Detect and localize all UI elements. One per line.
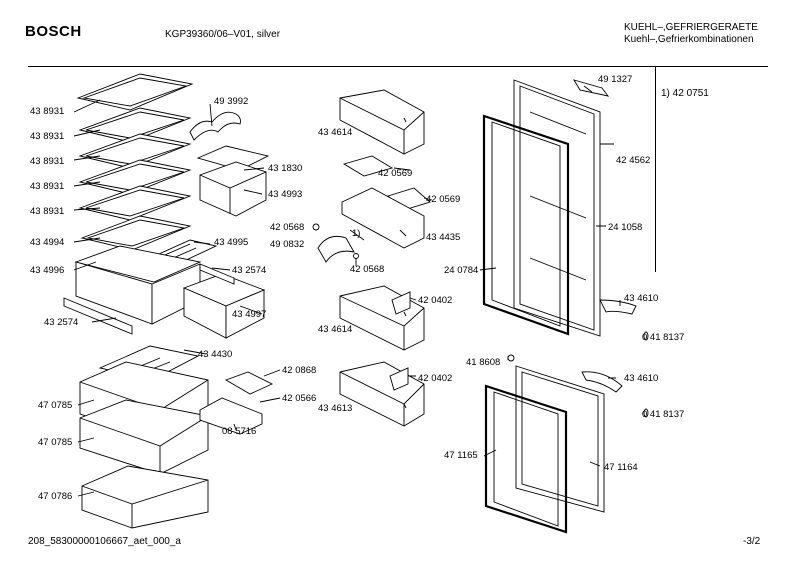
part-label: 43 8931 — [30, 131, 64, 142]
category-line-2: Kuehl–,Gefrierkombinationen — [624, 34, 754, 45]
part-label: 47 0785 — [38, 437, 72, 448]
grommet-part-2 — [643, 408, 649, 418]
brand-logo: BOSCH — [25, 23, 82, 40]
part-label: 43 4995 — [214, 237, 248, 248]
part-label: 08 5716 — [222, 426, 256, 437]
part-label: 41 8608 — [466, 357, 500, 368]
clip-part — [312, 223, 320, 231]
door-handle-top — [573, 79, 610, 97]
part-label: 42 0569 — [426, 194, 460, 205]
part-label: 43 2574 — [44, 317, 78, 328]
crisper-tray — [74, 245, 202, 325]
ice-cube-box — [199, 397, 263, 435]
fridge-door-gasket — [482, 114, 570, 336]
egg-tray-1 — [342, 155, 394, 177]
part-label: 42 0569 — [378, 168, 412, 179]
part-label: 43 4997 — [232, 309, 266, 320]
freezer-drawer-middle — [79, 399, 209, 475]
category-line-1: KUEHL–,GEFRIERGERAETE — [624, 22, 758, 33]
part-label: 42 0402 — [418, 295, 452, 306]
grommet-part-1 — [643, 331, 649, 341]
part-label: 0 41 8137 — [642, 332, 684, 343]
dairy-lid — [317, 235, 355, 263]
part-label: 43 4430 — [198, 349, 232, 360]
bottle-stop-1 — [391, 291, 411, 315]
part-label: 42 4562 — [616, 155, 650, 166]
part-label: 42 0402 — [418, 373, 452, 384]
part-label: 43 4614 — [318, 324, 352, 335]
freezer-door — [515, 365, 605, 513]
small-drawer — [196, 145, 270, 217]
rail-left — [63, 297, 133, 335]
part-label: 43 4614 — [318, 127, 352, 138]
part-label: 43 8931 — [30, 106, 64, 117]
bushing-part — [507, 354, 515, 362]
part-label: 0 41 8137 — [642, 409, 684, 420]
door-shelf-top — [339, 89, 425, 155]
part-label: 43 8931 — [30, 156, 64, 167]
freezer-drawer-bottom — [81, 465, 209, 529]
part-label: 49 1327 — [598, 74, 632, 85]
door-shelf-bottom — [339, 361, 425, 427]
crisper-drawer — [182, 273, 266, 339]
part-label: 1) — [352, 228, 360, 239]
leader-lines — [73, 85, 621, 497]
part-label: 24 1058 — [608, 222, 642, 233]
part-label: 43 1830 — [268, 163, 302, 174]
bottle-rack — [189, 111, 241, 141]
part-label: 47 1165 — [444, 450, 478, 461]
ice-tray — [224, 371, 274, 395]
part-label: 43 4994 — [30, 237, 64, 248]
hinge-bracket-bottom — [581, 371, 623, 393]
part-label: 43 4993 — [268, 189, 302, 200]
hinge-bracket-top — [599, 299, 637, 315]
footnote: 1) 42 0751 — [661, 88, 709, 99]
screw-part — [353, 253, 359, 259]
fridge-door — [513, 79, 601, 337]
part-labels: 43 8931 43 8931 43 8931 43 8931 43 8931 … — [30, 74, 684, 502]
part-label: 43 4610 — [624, 293, 658, 304]
part-label: 49 3992 — [214, 96, 248, 107]
part-label: 47 0786 — [38, 491, 72, 502]
rail-right — [199, 263, 235, 285]
part-label: 43 8931 — [30, 181, 64, 192]
part-label: 24 0784 — [444, 265, 478, 276]
part-label: 49 0832 — [270, 239, 304, 250]
part-label: 47 0785 — [38, 400, 72, 411]
document-id: 208_58300000106667_aet_000_a — [28, 536, 181, 547]
model-number: KGP39360/06–V01, silver — [165, 29, 281, 40]
part-label: 42 0566 — [282, 393, 316, 404]
freezer-door-gasket — [484, 384, 568, 534]
part-label: 43 4610 — [624, 373, 658, 384]
glass-shelf-stack — [76, 73, 194, 251]
bottle-stop-2 — [389, 367, 409, 391]
part-label: 43 4996 — [30, 265, 64, 276]
part-label: 42 0568 — [270, 222, 304, 233]
part-label: 42 0568 — [350, 264, 384, 275]
part-label: 43 4613 — [318, 403, 352, 414]
header-rule — [28, 66, 768, 67]
part-label: 43 2574 — [232, 265, 266, 276]
part-label: 43 8931 — [30, 206, 64, 217]
note-divider — [655, 67, 656, 272]
part-label: 43 4435 — [426, 232, 460, 243]
door-shelf-middle — [339, 285, 425, 351]
part-label: 42 0868 — [282, 365, 316, 376]
page-number: -3/2 — [743, 536, 761, 547]
part-label: 47 1164 — [604, 462, 638, 473]
